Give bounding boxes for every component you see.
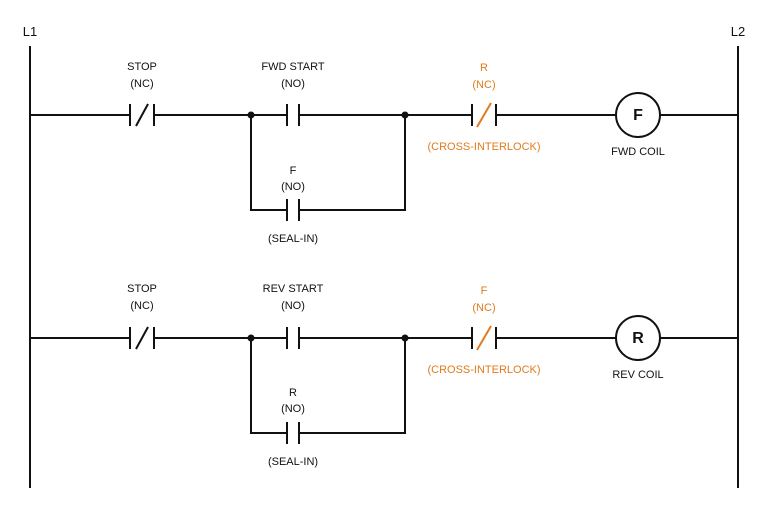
coil-letter: F <box>633 107 643 124</box>
coil-symbol <box>615 92 661 138</box>
seal-in-branch-wire <box>250 115 287 211</box>
seal-in-type-label: (NO) <box>281 403 305 415</box>
seal-in-contact-no <box>286 199 300 221</box>
coil-label: FWD COIL <box>611 146 665 158</box>
seal-in-note: (SEAL-IN) <box>268 233 318 245</box>
coil-letter: R <box>632 330 644 347</box>
rail-label-l2: L2 <box>731 24 745 39</box>
seal-in-label: R <box>289 387 297 399</box>
interlock-contact-nc <box>471 325 497 351</box>
start-label: FWD START <box>261 61 324 73</box>
coil-symbol <box>615 315 661 361</box>
interlock-type-label: (NC) <box>472 302 495 314</box>
seal-in-branch-wire <box>299 338 406 434</box>
stop-type-label: (NC) <box>130 300 153 312</box>
stop-contact-nc <box>129 326 155 350</box>
start-contact-no <box>286 327 300 349</box>
seal-in-type-label: (NO) <box>281 181 305 193</box>
rung-1: STOP (NC) FWD START (NO) F (NO) (SEAL-IN… <box>30 61 738 245</box>
interlock-label: R <box>480 62 488 74</box>
start-type-label: (NO) <box>281 78 305 90</box>
interlock-contact-nc <box>471 102 497 128</box>
stop-contact-nc <box>129 103 155 127</box>
seal-in-branch-wire <box>250 338 287 434</box>
interlock-note: (CROSS-INTERLOCK) <box>427 364 540 376</box>
start-type-label: (NO) <box>281 300 305 312</box>
coil-label: REV COIL <box>612 369 663 381</box>
rail-label-l1: L1 <box>23 24 37 39</box>
interlock-note: (CROSS-INTERLOCK) <box>427 141 540 153</box>
stop-label: STOP <box>127 283 157 295</box>
seal-in-note: (SEAL-IN) <box>268 456 318 468</box>
stop-label: STOP <box>127 61 157 73</box>
stop-type-label: (NC) <box>130 78 153 90</box>
interlock-label: F <box>481 285 488 297</box>
rung-2: STOP (NC) REV START (NO) R (NO) (SEAL-IN… <box>30 283 738 468</box>
seal-in-label: F <box>290 165 297 177</box>
interlock-type-label: (NC) <box>472 79 495 91</box>
start-label: REV START <box>263 283 324 295</box>
seal-in-branch-wire <box>299 115 406 211</box>
seal-in-contact-no <box>286 422 300 444</box>
start-contact-no <box>286 104 300 126</box>
